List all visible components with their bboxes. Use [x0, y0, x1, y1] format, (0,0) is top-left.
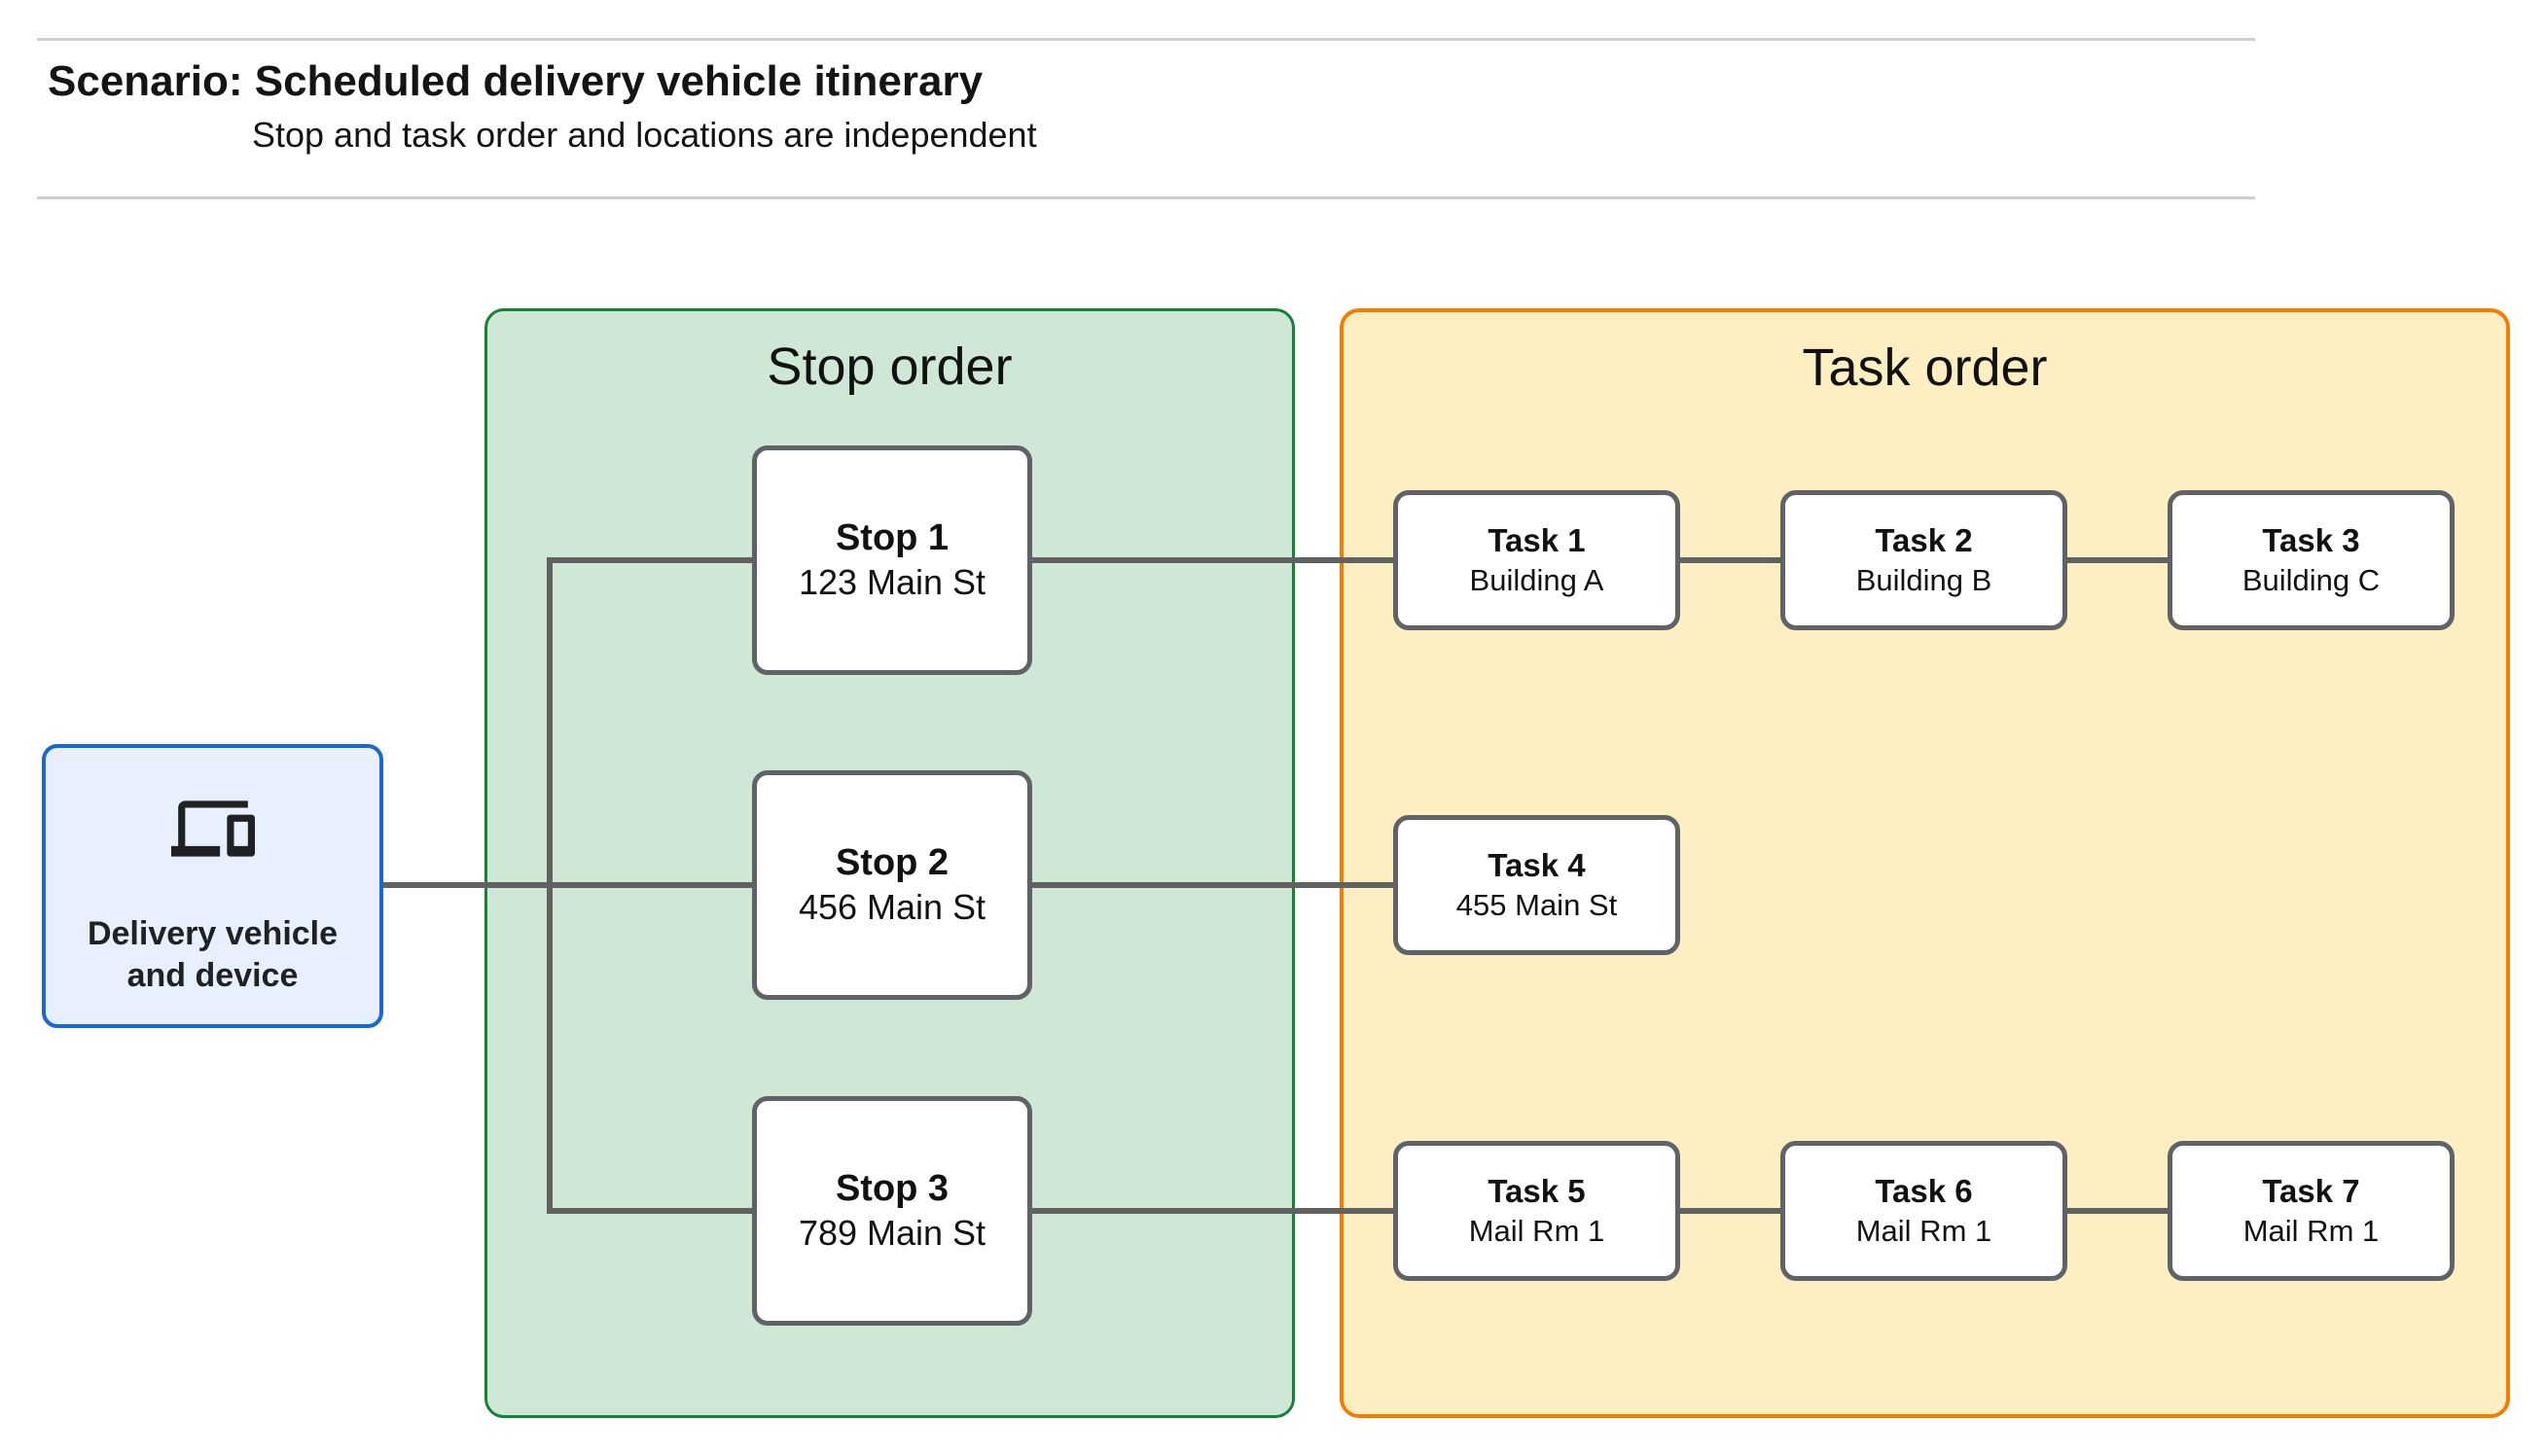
stop-1-title: Stop 1 [835, 517, 950, 558]
task-1-title: Task 1 [1488, 522, 1586, 558]
task-4-node: Task 4 455 Main St [1393, 815, 1680, 955]
task-4-location: 455 Main St [1455, 888, 1618, 922]
task-6-title: Task 6 [1875, 1173, 1973, 1209]
top-divider [37, 38, 2255, 41]
task-5-title: Task 5 [1488, 1173, 1586, 1209]
connector-stop3-task5 [1032, 1208, 1393, 1214]
connector-task2-task3 [2067, 557, 2168, 563]
stop-1-node: Stop 1 123 Main St [752, 445, 1032, 675]
connector-stop1-task1 [1032, 557, 1393, 563]
stop-2-node: Stop 2 456 Main St [752, 770, 1032, 1000]
stop-3-node: Stop 3 789 Main St [752, 1096, 1032, 1326]
stop-order-panel-title: Stop order [767, 337, 1013, 396]
connector-task6-task7 [2067, 1208, 2168, 1214]
stop-2-address: 456 Main St [798, 887, 986, 927]
page-title: Scenario: Scheduled delivery vehicle iti… [48, 57, 984, 105]
task-2-node: Task 2 Building B [1780, 490, 2067, 630]
task-6-node: Task 6 Mail Rm 1 [1780, 1141, 2067, 1281]
task-1-node: Task 1 Building A [1393, 490, 1680, 630]
header-divider [37, 196, 2255, 199]
stop-2-title: Stop 2 [835, 842, 950, 883]
task-3-title: Task 3 [2262, 522, 2360, 558]
task-5-node: Task 5 Mail Rm 1 [1393, 1141, 1680, 1281]
task-3-location: Building C [2241, 563, 2381, 597]
task-5-location: Mail Rm 1 [1468, 1214, 1605, 1248]
connector-vehicle-stop2 [383, 882, 754, 888]
stop-1-address: 123 Main St [798, 562, 986, 602]
task-order-panel-title: Task order [1802, 338, 2048, 397]
connector-stop2-task4 [1032, 882, 1393, 888]
task-2-location: Building B [1855, 563, 1992, 597]
task-6-location: Mail Rm 1 [1855, 1214, 1992, 1248]
task-7-title: Task 7 [2262, 1173, 2360, 1209]
task-7-location: Mail Rm 1 [2242, 1214, 2380, 1248]
task-7-node: Task 7 Mail Rm 1 [2168, 1141, 2455, 1281]
connector-branch-stop1 [550, 557, 752, 563]
delivery-vehicle-label: Delivery vehicle and device [87, 915, 339, 994]
connector-branch-stop3 [550, 1208, 752, 1214]
task-2-title: Task 2 [1875, 522, 1973, 558]
delivery-vehicle-node: Delivery vehicle and device [42, 744, 383, 1028]
stop-3-title: Stop 3 [835, 1168, 950, 1209]
connector-task1-task2 [1680, 557, 1780, 563]
page-subtitle: Stop and task order and locations are in… [252, 115, 1037, 155]
connector-branch-vertical [547, 557, 553, 1214]
task-1-location: Building A [1469, 563, 1604, 597]
task-3-node: Task 3 Building C [2168, 490, 2455, 630]
stop-3-address: 789 Main St [798, 1213, 986, 1253]
devices-icon [170, 787, 255, 870]
connector-task5-task6 [1680, 1208, 1780, 1214]
task-4-title: Task 4 [1488, 847, 1586, 883]
